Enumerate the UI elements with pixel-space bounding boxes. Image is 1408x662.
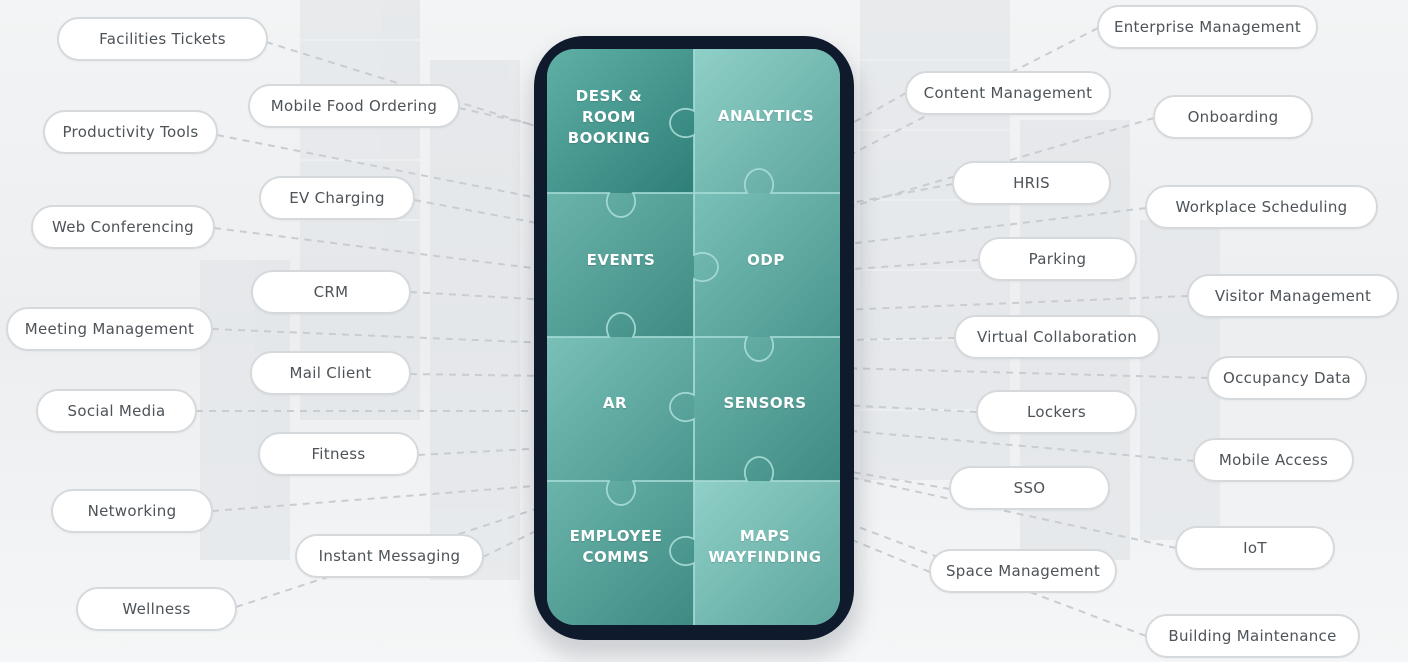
label-employee-line-1: EMPLOYEE [569, 527, 663, 545]
connector-occupancy-data [839, 367, 1209, 379]
pill-networking: Networking [51, 489, 213, 533]
connector-crm [409, 291, 549, 301]
label-sensors-line-1: SENSORS [723, 394, 807, 412]
connector-wellness [235, 504, 549, 608]
label-odp-line-1: ODP [747, 251, 785, 269]
pill-building-maintenance: Building Maintenance [1145, 614, 1360, 658]
label-events-line-1: EVENTS [586, 251, 656, 269]
connector-space-management [839, 534, 931, 573]
label-maps-wayfinding: MAPS WAYFINDING [692, 526, 838, 568]
pill-hris: HRIS [952, 161, 1111, 205]
connector-iot [839, 474, 1177, 549]
connector-meeting-management [211, 328, 549, 344]
label-sensors: SENSORS [692, 393, 838, 414]
pill-wellness: Wellness [76, 587, 237, 631]
connector-lockers [839, 404, 978, 413]
pill-instant-messaging: Instant Messaging [295, 534, 484, 578]
pill-mobile-access: Mobile Access [1193, 438, 1354, 482]
label-desk-line-1: DESK & [575, 87, 643, 105]
pill-space-management: Space Management [929, 549, 1117, 593]
connector-onboarding [839, 117, 1155, 211]
label-ar: AR [542, 393, 688, 414]
tile-maps-wayfinding [694, 481, 840, 625]
pill-virtual-collaboration: Virtual Collaboration [954, 315, 1160, 359]
connector-fitness [417, 447, 549, 456]
pill-web-conferencing: Web Conferencing [31, 205, 215, 249]
label-desk-line-3: BOOKING [567, 129, 651, 147]
connector-hris [839, 183, 954, 206]
label-maps-line-1: MAPS [739, 527, 791, 545]
pill-iot: IoT [1175, 526, 1335, 570]
pill-ev-charging: EV Charging [259, 176, 415, 220]
pill-enterprise-management: Enterprise Management [1097, 5, 1318, 49]
pill-content-management: Content Management [905, 71, 1111, 115]
connector-sso [839, 469, 951, 490]
connector-mail-client [409, 373, 549, 377]
pill-parking: Parking [978, 237, 1137, 281]
pill-fitness: Fitness [258, 432, 419, 476]
label-desk-line-2: ROOM [582, 108, 636, 126]
label-ar-line-1: AR [602, 394, 628, 412]
pill-productivity-tools: Productivity Tools [43, 110, 218, 154]
connector-networking [211, 484, 549, 512]
pill-meeting-management: Meeting Management [6, 307, 213, 351]
label-maps-line-2: WAYFINDING [708, 548, 822, 566]
pill-lockers: Lockers [976, 390, 1137, 434]
pill-social-media: Social Media [36, 389, 197, 433]
pill-mobile-food-ordering: Mobile Food Ordering [248, 84, 460, 128]
label-events: EVENTS [548, 250, 694, 271]
connector-ev-charging [413, 199, 549, 226]
pill-sso: SSO [949, 466, 1110, 510]
pill-occupancy-data: Occupancy Data [1207, 356, 1367, 400]
label-odp: ODP [693, 250, 839, 271]
pill-onboarding: Onboarding [1153, 95, 1313, 139]
label-analytics-line-1: ANALYTICS [717, 107, 815, 125]
pill-workplace-scheduling: Workplace Scheduling [1145, 185, 1378, 229]
connector-building-maintenance [839, 519, 1147, 637]
label-employee-line-2: COMMS [582, 548, 650, 566]
puzzle-grid [547, 49, 840, 625]
connector-visitor-management [839, 295, 1189, 311]
connector-web-conferencing [213, 227, 549, 271]
connector-virtual-collaboration [839, 337, 956, 341]
pill-crm: CRM [251, 270, 411, 314]
label-desk-room-booking: DESK & ROOM BOOKING [536, 86, 682, 149]
pill-facilities-tickets: Facilities Tickets [57, 17, 268, 61]
connector-mobile-access [839, 429, 1195, 462]
connector-productivity-tools [216, 134, 549, 201]
pill-visitor-management: Visitor Management [1187, 274, 1399, 318]
connector-mobile-food-ordering [458, 107, 549, 129]
tile-analytics [694, 49, 840, 193]
label-employee-comms: EMPLOYEE COMMS [543, 526, 689, 568]
label-analytics: ANALYTICS [693, 106, 839, 127]
connector-parking [839, 259, 980, 271]
tile-sensors [694, 337, 840, 481]
pill-mail-client: Mail Client [250, 351, 411, 395]
